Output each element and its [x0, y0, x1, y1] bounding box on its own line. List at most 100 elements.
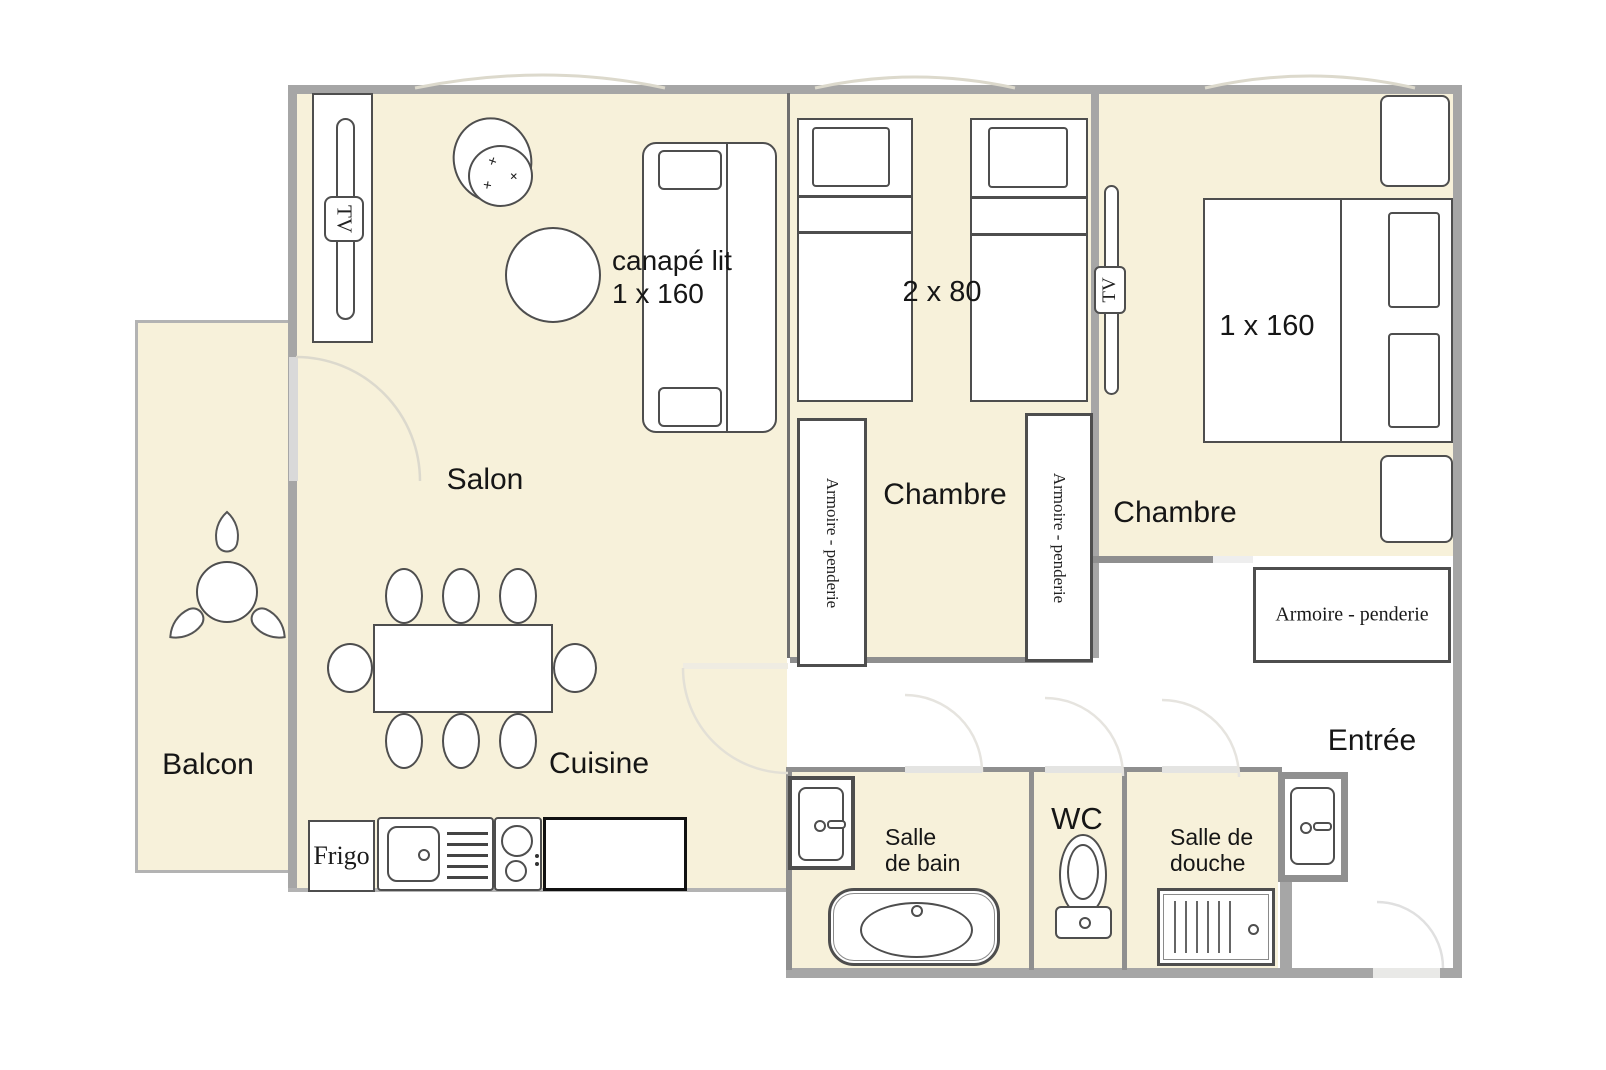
bed-pillow	[1388, 333, 1440, 428]
shower-drain	[1248, 924, 1259, 935]
front-door	[1290, 787, 1335, 865]
shower-line	[1196, 901, 1198, 953]
room-label-chambre1: Chambre	[883, 478, 1007, 511]
sink-basin	[387, 826, 440, 882]
sofa-bed-label: canapé lit 1 x 160	[612, 244, 732, 310]
wall-chambre1-chambre2	[1091, 93, 1099, 658]
shower-tray-inner	[1163, 894, 1269, 960]
wall-wetrooms-top	[786, 767, 1282, 772]
front-door-knob	[1300, 822, 1312, 834]
armoire-chambre1-left: Armoire - penderie	[797, 418, 867, 667]
sofa-pillow	[658, 150, 722, 190]
dining-chair	[385, 568, 423, 624]
sofa-bed-label-line1: canapé lit	[612, 245, 732, 276]
room-label-wc: WC	[1051, 801, 1103, 836]
room-label-salon: Salon	[446, 463, 524, 496]
room-label-entree: Entrée	[1327, 724, 1417, 757]
room-label-balcon: Balcon	[162, 748, 254, 781]
tv-chambre-box: TV	[1094, 266, 1126, 314]
drainboard-line	[447, 843, 488, 846]
sofa-bed-label-line2: 1 x 160	[612, 278, 704, 309]
hob-burner-small	[505, 860, 527, 882]
wall-bottom-entree	[786, 968, 1462, 978]
shower-line	[1229, 901, 1231, 953]
hob-knob-dot	[535, 854, 539, 858]
wall-left	[288, 85, 297, 892]
dining-chair	[553, 643, 597, 693]
armoire-label: Armoire - penderie	[1050, 472, 1069, 603]
shower-line	[1207, 901, 1209, 953]
bathtub-drain	[911, 905, 923, 917]
toilet-button	[1079, 917, 1091, 929]
drainboard-line	[447, 854, 488, 857]
armoire-label: Armoire - penderie	[823, 477, 842, 608]
chambre2-door-opening	[1213, 556, 1253, 563]
wall-salon-chambre1	[787, 93, 790, 658]
wall-chambre1-bottom	[790, 657, 1093, 663]
shower-line	[1174, 901, 1176, 953]
wall-entree-stub	[1280, 878, 1292, 970]
wall-balcon-top	[135, 320, 288, 323]
nightstand	[1380, 95, 1450, 187]
wall-top	[288, 85, 1462, 94]
double-bed-label: 1 x 160	[1219, 310, 1315, 342]
drainboard-line	[447, 876, 488, 879]
toilet-bowl-inner	[1067, 844, 1099, 900]
bed-pillow	[812, 127, 890, 187]
dining-chair	[499, 713, 537, 769]
balcon-door-leaf	[289, 357, 298, 481]
twin-beds-label: 2 x 80	[902, 276, 982, 308]
room-label-salle-de-bain: Salle de bain	[885, 824, 960, 876]
dining-chair	[442, 713, 480, 769]
fridge: Frigo	[308, 820, 375, 892]
tv-chambre-label: TV	[1099, 277, 1120, 303]
wall-balcon-left	[135, 320, 138, 873]
double-bed-divider	[1340, 200, 1342, 441]
bed-fold-line	[797, 231, 913, 234]
wall-right	[1453, 85, 1462, 978]
dining-chair	[385, 713, 423, 769]
wall-bain-wc	[1029, 768, 1034, 970]
fridge-label: Frigo	[313, 841, 370, 870]
bed-pillow	[988, 127, 1068, 188]
dining-chair	[442, 568, 480, 624]
wall-balcon-bottom	[135, 870, 288, 873]
entrance-opening	[1373, 968, 1440, 978]
salle-de-bain-line2: de bain	[885, 850, 961, 876]
bain-door-opening	[905, 766, 982, 773]
bathtub-inner-rim	[833, 893, 995, 961]
salle-de-douche-line2: douche	[1170, 850, 1246, 876]
salle-de-bain-line1: Salle	[885, 824, 937, 850]
room-label-cuisine: Cuisine	[548, 747, 650, 780]
douche-door-opening	[1162, 766, 1239, 773]
front-door-handle	[1313, 822, 1332, 831]
nightstand	[1380, 455, 1453, 543]
armoire-entree-label: Armoire - penderie	[1275, 603, 1429, 626]
room-label-chambre2: Chambre	[1113, 496, 1237, 529]
kitchen-counter	[543, 817, 687, 891]
bed-fold-line	[970, 233, 1088, 236]
bain-door-knob	[814, 820, 826, 832]
sofa-bed-divider	[726, 144, 728, 431]
wall-wc-douche	[1122, 768, 1127, 970]
tv-salon-label: TV	[332, 205, 357, 233]
hob-knob-dot	[535, 862, 539, 866]
plant	[468, 145, 533, 207]
wc-door-opening	[1045, 766, 1122, 773]
round-table	[505, 227, 601, 323]
bed-fold-line	[797, 195, 913, 198]
drainboard-line	[447, 832, 488, 835]
tv-salon-box: TV	[324, 196, 364, 242]
wall-chambre2-bottom	[1091, 556, 1213, 563]
sofa-pillow	[658, 387, 722, 427]
hob-burner-large	[501, 825, 533, 857]
salon-hall-opening	[683, 663, 788, 669]
sink-faucet-dot	[418, 849, 430, 861]
dining-chair	[327, 643, 373, 693]
armoire-chambre1-right: Armoire - penderie	[1025, 413, 1093, 662]
drainboard-line	[447, 865, 488, 868]
dining-chair	[499, 568, 537, 624]
bed-pillow	[1388, 212, 1440, 308]
shower-line	[1218, 901, 1220, 953]
